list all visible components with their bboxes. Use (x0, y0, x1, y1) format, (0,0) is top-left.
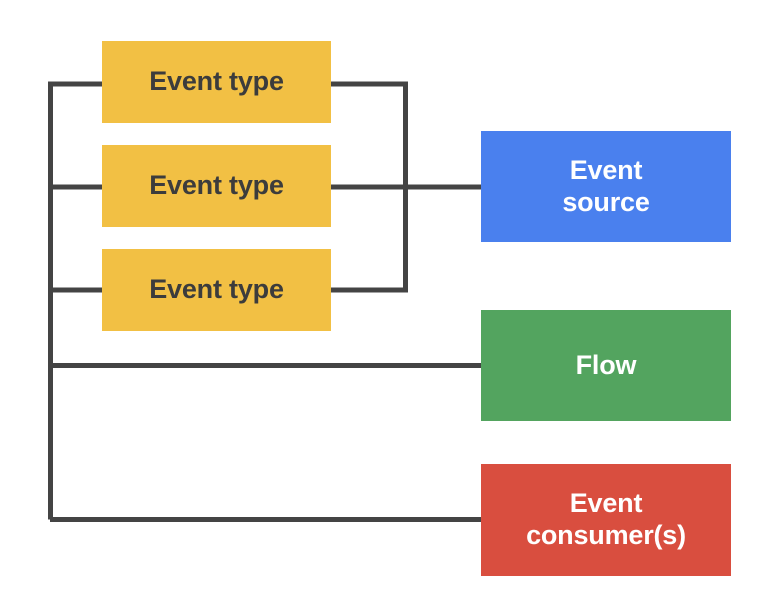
node-event-type-2-label: Event type (149, 170, 284, 201)
node-flow-label: Flow (575, 349, 637, 380)
node-event-source-label: Event source (562, 154, 650, 217)
node-event-type-3-label: Event type (149, 274, 284, 305)
node-event-type-1[interactable]: Event type (102, 41, 331, 123)
node-event-type-2[interactable]: Event type (102, 145, 331, 227)
node-event-source[interactable]: Event source (481, 131, 731, 242)
node-event-type-1-label: Event type (149, 66, 284, 97)
node-event-type-3[interactable]: Event type (102, 249, 331, 331)
node-event-consumers-label: Event consumer(s) (526, 488, 686, 550)
node-event-consumers[interactable]: Event consumer(s) (481, 464, 731, 576)
node-flow[interactable]: Flow (481, 310, 731, 421)
